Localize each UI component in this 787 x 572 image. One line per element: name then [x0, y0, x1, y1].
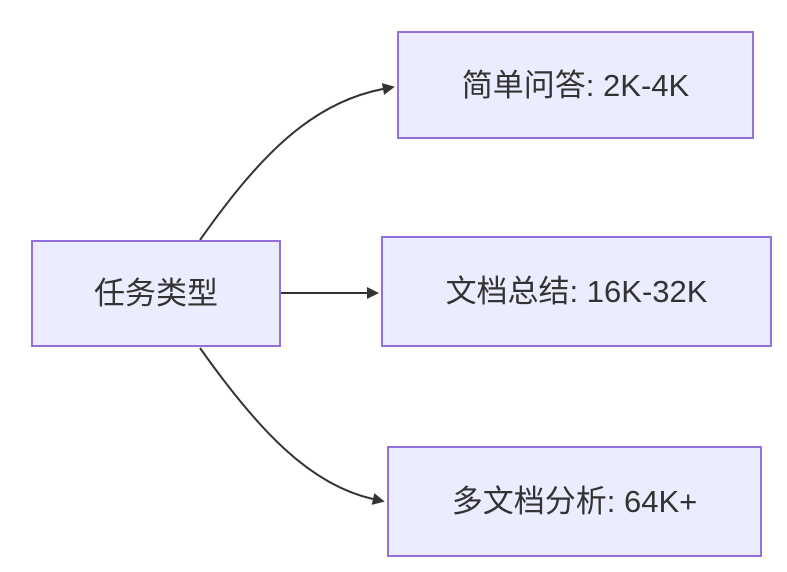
- node-multi-doc-analysis: 多文档分析: 64K+: [387, 446, 762, 557]
- edge-root-to-multi-doc: [199, 347, 385, 505]
- node-doc-summary: 文档总结: 16K-32K: [381, 236, 772, 347]
- node-task-type-label: 任务类型: [94, 276, 218, 311]
- node-doc-summary-label: 文档总结: 16K-32K: [445, 274, 708, 309]
- node-simple-qa-label: 简单问答: 2K-4K: [461, 67, 690, 103]
- edge-root-to-simple-qa: [199, 83, 395, 241]
- node-task-type: 任务类型: [31, 240, 281, 347]
- node-simple-qa: 简单问答: 2K-4K: [397, 31, 754, 139]
- node-multi-doc-analysis-label: 多文档分析: 64K+: [451, 484, 698, 519]
